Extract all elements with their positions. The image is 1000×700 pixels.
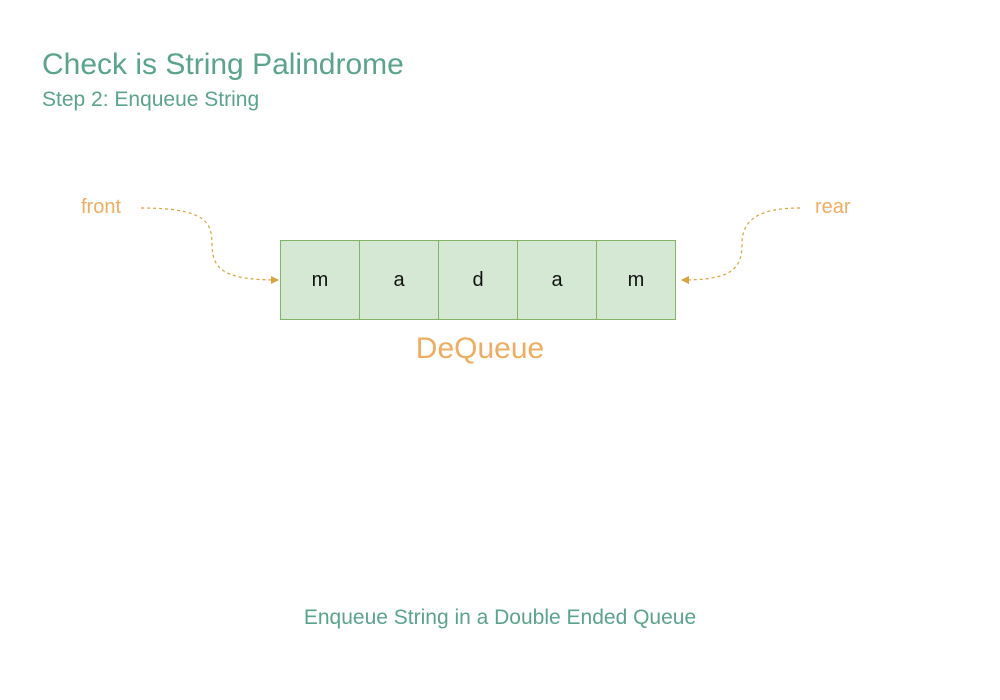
deque-cell-4: a: [517, 240, 597, 320]
deque-cell-5: m: [596, 240, 676, 320]
deque-label: DeQueue: [415, 332, 545, 365]
diagram-title: Check is String Palindrome: [42, 48, 404, 81]
diagram-caption: Enqueue String in a Double Ended Queue: [303, 606, 697, 629]
front-pointer-label: front: [81, 196, 122, 218]
rear-pointer-label: rear: [815, 196, 851, 218]
deque-container: m a d a m: [280, 240, 680, 320]
deque-cell-2: a: [359, 240, 439, 320]
front-pointer-arrow: [140, 207, 279, 284]
deque-cell-1: m: [280, 240, 360, 320]
deque-cell-3: d: [438, 240, 518, 320]
diagram-subtitle: Step 2: Enqueue String: [42, 88, 260, 111]
rear-pointer-arrow: [681, 207, 801, 284]
